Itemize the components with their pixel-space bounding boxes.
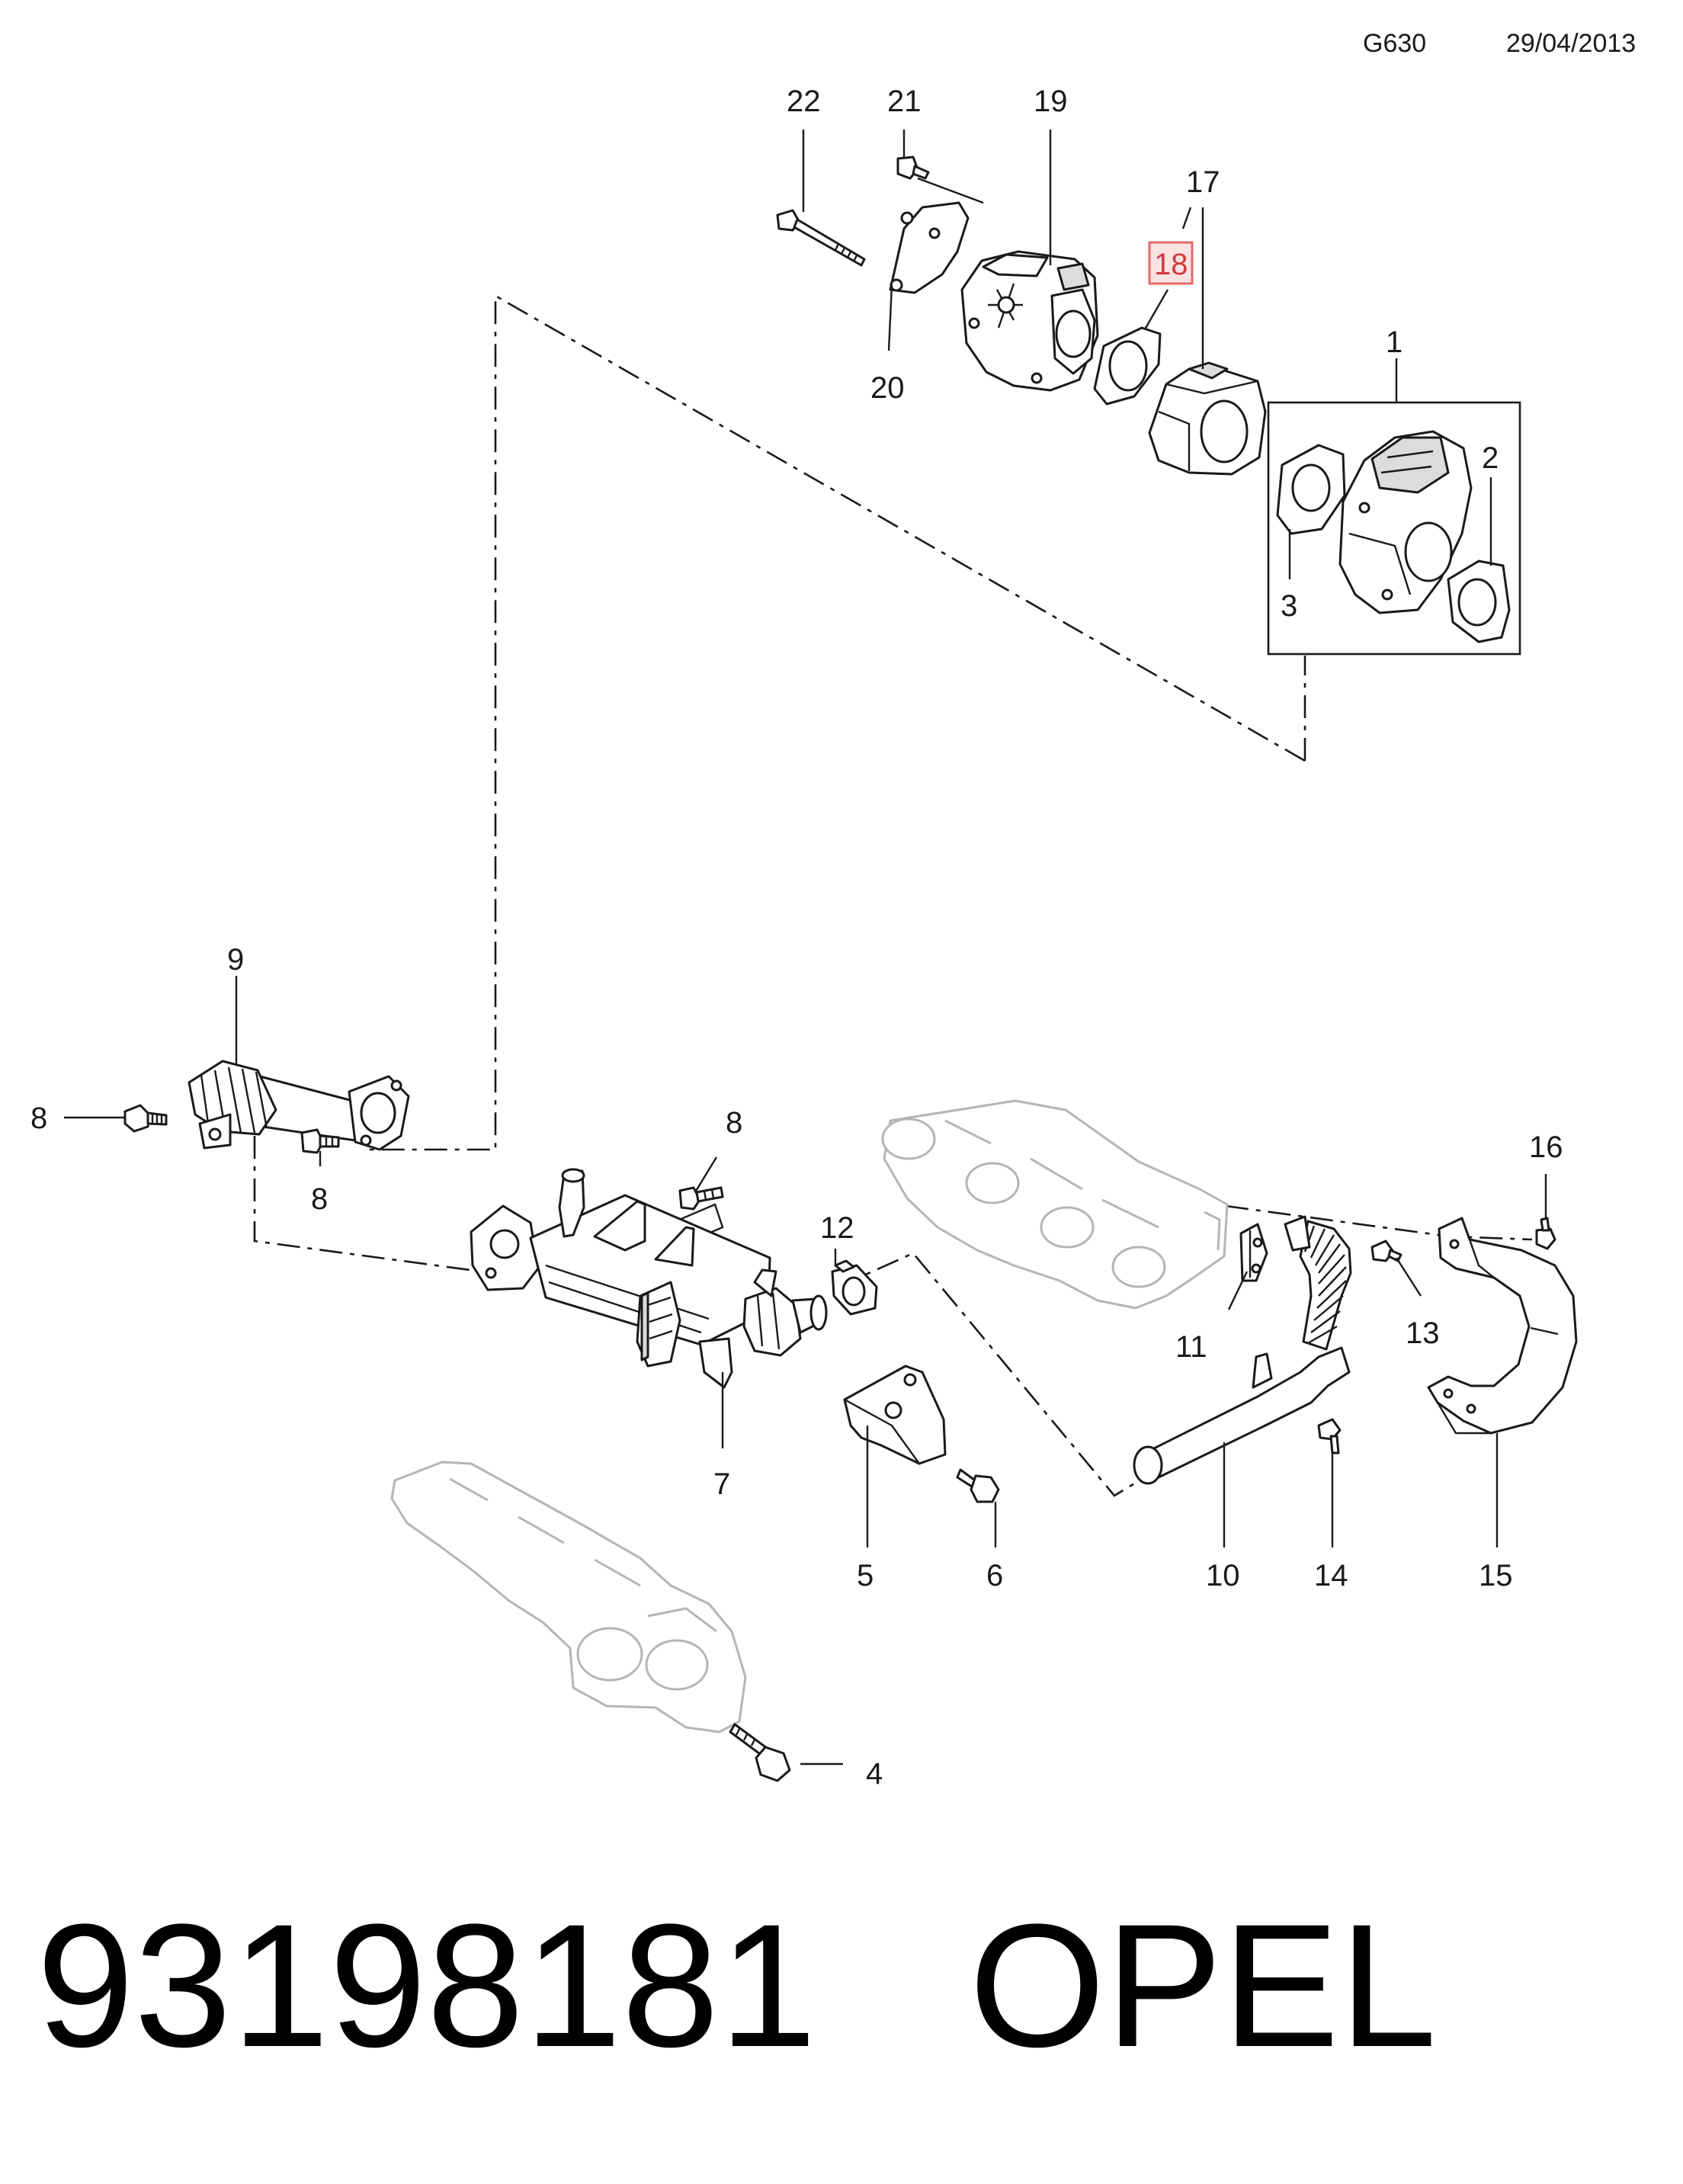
callout-21: 21 xyxy=(887,85,922,118)
callout-2: 2 xyxy=(1482,441,1499,475)
part-14-bolt[interactable] xyxy=(1317,1418,1342,1454)
part-18-highlight xyxy=(1148,241,1194,285)
assembly-1-frame xyxy=(1267,401,1521,656)
part-9-egr-pipe[interactable] xyxy=(188,1060,410,1151)
brand-name: OPEL xyxy=(969,1887,1437,2083)
part-8-bolt-upper[interactable] xyxy=(678,1186,724,1211)
part-12-clamp[interactable] xyxy=(831,1259,878,1316)
callout-3: 3 xyxy=(1281,589,1297,623)
part-21-bolt[interactable] xyxy=(896,156,930,180)
exhaust-manifold-upper-ghost xyxy=(881,1099,1229,1310)
diagram-date: 29/04/2013 xyxy=(1506,29,1636,58)
part-7-egr-cooler[interactable] xyxy=(470,1168,828,1389)
exhaust-manifold-lower-ghost xyxy=(390,1461,747,1733)
part-6-bolt[interactable] xyxy=(956,1468,1000,1503)
callout-9: 9 xyxy=(227,943,244,977)
part-10-egr-pipe[interactable] xyxy=(1133,1215,1352,1485)
part-15-heat-shield[interactable] xyxy=(1427,1217,1578,1435)
part-11-gasket[interactable] xyxy=(1239,1223,1268,1282)
part-2-gasket[interactable] xyxy=(1447,560,1511,643)
callout-13: 13 xyxy=(1406,1316,1440,1350)
part-8-bolt-middle[interactable] xyxy=(300,1128,340,1154)
part-number: 93198181 xyxy=(37,1887,817,2083)
part-5-bracket[interactable] xyxy=(843,1365,947,1465)
part-4-bolt[interactable] xyxy=(729,1723,791,1782)
part-16-bolt[interactable] xyxy=(1535,1217,1556,1250)
part-13-bolt[interactable] xyxy=(1370,1240,1402,1262)
callout-6: 6 xyxy=(986,1559,1003,1592)
callout-17: 17 xyxy=(1186,165,1220,199)
callout-12: 12 xyxy=(820,1211,854,1245)
callout-5: 5 xyxy=(857,1559,874,1592)
callout-10: 10 xyxy=(1206,1559,1240,1592)
part-20-bracket[interactable] xyxy=(889,201,970,294)
callout-22: 22 xyxy=(787,85,821,118)
leader-lines xyxy=(64,130,1547,1765)
diagram-code: G630 xyxy=(1363,29,1426,58)
part-8-bolt-left[interactable] xyxy=(123,1104,168,1133)
callout-14: 14 xyxy=(1314,1559,1348,1592)
callout-7: 7 xyxy=(713,1467,730,1501)
callout-11: 11 xyxy=(1175,1330,1207,1364)
callout-16: 16 xyxy=(1529,1130,1563,1164)
callout-19: 19 xyxy=(1034,85,1068,118)
part-18-gasket[interactable] xyxy=(1093,326,1162,406)
callout-18: 18 xyxy=(1154,248,1188,281)
callout-8-upper: 8 xyxy=(726,1106,742,1140)
part-19-throttle-actuator[interactable] xyxy=(960,250,1099,392)
callout-20: 20 xyxy=(870,371,905,405)
callout-numbers: 1 2 3 4 5 6 7 8 8 8 9 10 11 12 13 14 15 … xyxy=(30,85,1563,1791)
callout-8-middle: 8 xyxy=(311,1182,328,1216)
part-1-egr-valve[interactable] xyxy=(1338,430,1473,614)
callout-1: 1 xyxy=(1386,326,1402,359)
callout-15: 15 xyxy=(1479,1559,1513,1592)
callout-4: 4 xyxy=(866,1757,883,1791)
callout-8-left: 8 xyxy=(30,1102,47,1135)
part-3-gasket[interactable] xyxy=(1276,444,1346,535)
part-22-long-bolt[interactable] xyxy=(776,209,866,267)
part-17-throttle-body[interactable] xyxy=(1148,361,1267,476)
